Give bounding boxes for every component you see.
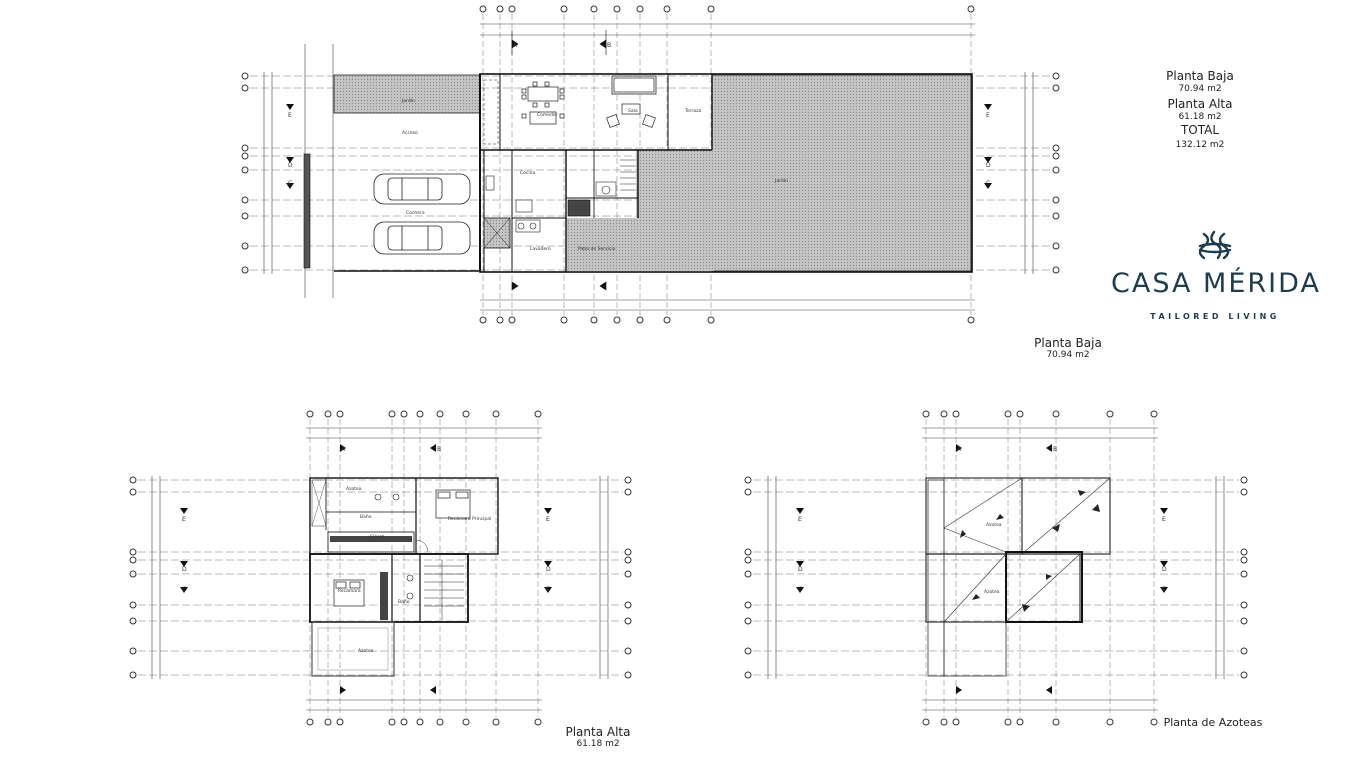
casa-merida-logo-icon — [1198, 230, 1232, 260]
room-label-comedor: Comedor — [537, 112, 558, 118]
room-label-acceso: Acceso — [402, 130, 418, 136]
axis-label-d: D — [986, 162, 991, 169]
room-label-jardin-front: Jardín — [401, 97, 415, 104]
ground-bottom-axis-bubbles — [479, 316, 975, 324]
room-label-bano-up2: Baño — [398, 599, 410, 605]
dining-table-icon — [521, 81, 565, 125]
summary-total-label: TOTAL — [1180, 123, 1220, 137]
car-icon — [373, 221, 471, 255]
upper-side-axis-bubbles — [129, 476, 632, 679]
car-icon — [373, 173, 471, 205]
roof-outline — [925, 477, 1111, 677]
ground-plan-area: 70.94 m2 — [1046, 350, 1090, 360]
ground-top-axis-bubbles — [479, 5, 975, 13]
room-label-terraza: Terraza — [684, 108, 701, 114]
room-label-azotea-roof1: Azotea — [986, 522, 1002, 528]
summary-total-area: 132.12 m2 — [1175, 140, 1225, 150]
roof-slope-lines — [943, 477, 1111, 623]
room-label-patio: Patio de Servicio — [578, 246, 616, 252]
drain-arrow-icons — [960, 490, 1100, 612]
upper-top-axis-bubbles — [306, 410, 542, 726]
axis-label-e: E — [798, 516, 802, 523]
room-label-azotea-up: Azotea — [346, 486, 362, 492]
room-label-lavado: Lavadero — [530, 246, 551, 252]
bed-icon — [333, 579, 365, 607]
axis-label-d: D — [288, 162, 293, 169]
room-label-cochera: Cochera — [406, 210, 425, 216]
section-markers-side — [286, 104, 992, 189]
room-label-cocina: Cocina — [520, 170, 535, 176]
axis-label-c: C — [288, 180, 292, 187]
room-label-sala: Sala — [628, 108, 638, 114]
room-label-azotea-up2: Azotea — [358, 648, 374, 654]
ground-side-axis-bubbles — [241, 72, 1060, 274]
upper-plan-area: 61.18 m2 — [576, 739, 620, 749]
axis-label-e: E — [546, 516, 550, 523]
room-label-recamara-principal: Recámara Principal — [448, 515, 491, 522]
axis-label-a: A — [513, 42, 518, 49]
axis-label-b: B — [1053, 446, 1057, 453]
axis-label-d: D — [182, 566, 187, 573]
summary-planta-alta-area: 61.18 m2 — [1178, 112, 1222, 122]
roof-plan: A B E E D D C C Azotea Azotea — [744, 410, 1248, 726]
upper-floor-plan: A B E E D D C C Baño Azotea Clóset Recámara … — [129, 410, 632, 726]
room-label-bano-up: Baño — [360, 514, 372, 520]
axis-label-a: A — [341, 446, 346, 453]
axis-label-c: C — [986, 180, 990, 187]
ground-floor-plan: A B E E D D C C Jardín Acceso Cochera Comedo… — [241, 5, 1060, 324]
summary-planta-baja-area: 70.94 m2 — [1178, 84, 1222, 94]
axis-label-e: E — [1162, 516, 1166, 523]
front-garden-hatch — [333, 74, 481, 114]
summary-planta-baja-title: Planta Baja — [1166, 69, 1234, 83]
ground-vertical-axes — [482, 14, 972, 315]
brand-name: CASA MÉRIDA — [1111, 268, 1321, 299]
upper-walls — [309, 477, 499, 623]
room-label-closet: Clóset — [370, 533, 384, 540]
bed-icon — [435, 489, 471, 519]
roof-plan-title: Planta de Azoteas — [1163, 716, 1263, 729]
ground-walls — [334, 73, 973, 273]
axis-label-d: D — [798, 566, 803, 573]
axis-label-b: B — [437, 446, 441, 453]
ground-plan-title: Planta Baja — [1034, 336, 1102, 350]
sofa-icon — [606, 77, 656, 128]
axis-label-c: C — [546, 586, 550, 593]
brand-tagline: TAILORED LIVING — [1150, 312, 1280, 321]
axis-label-c: C — [182, 586, 186, 593]
upper-plan-title: Planta Alta — [565, 725, 631, 739]
axis-label-e: E — [182, 516, 186, 523]
axis-label-e: E — [288, 112, 292, 119]
section-marker-a — [511, 30, 519, 291]
axis-label-d: D — [546, 566, 551, 573]
summary-planta-alta-title: Planta Alta — [1167, 97, 1233, 111]
room-label-jardin-rear: Jardín — [774, 177, 788, 184]
room-label-azotea-roof2: Azotea — [984, 589, 1000, 595]
axis-label-d: D — [1162, 566, 1167, 573]
roof-side-axis-bubbles — [744, 476, 1248, 679]
section-marker-b — [599, 30, 607, 291]
axis-label-b: B — [607, 42, 611, 49]
axis-label-e: E — [986, 112, 990, 119]
axis-label-a: A — [957, 446, 962, 453]
rear-garden-hatch — [711, 74, 972, 272]
room-label-recamara: Recámara — [338, 587, 361, 594]
axis-label-c: C — [1162, 586, 1166, 593]
roof-top-axis-bubbles — [922, 410, 1158, 726]
axis-label-c: C — [798, 586, 802, 593]
